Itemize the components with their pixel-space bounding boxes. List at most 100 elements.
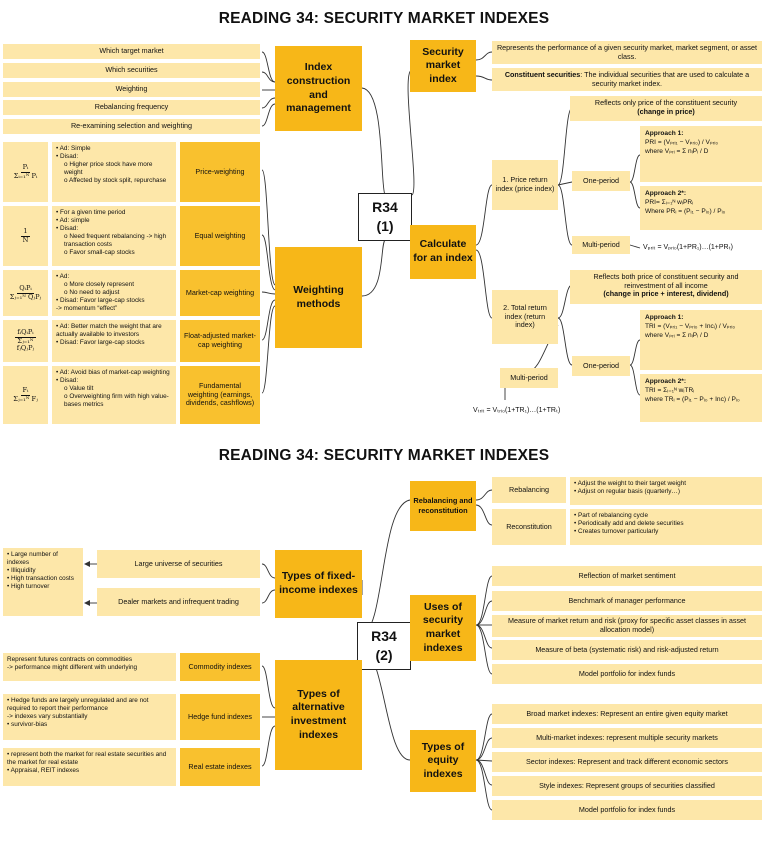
formula-numerator: Pᵢ [20, 162, 31, 173]
sub-note: Affected by stock split, repurchase [64, 177, 172, 185]
fixed-income-dealer: Dealer markets and infrequent trading [97, 588, 260, 616]
list-item: Periodically add and delete securities [574, 520, 758, 528]
desc-text: Reflects both price of constituent secur… [593, 272, 739, 290]
construction-item: Re-examining selection and weighting [3, 119, 260, 134]
desc-text: Represent futures contracts on commoditi… [7, 656, 133, 663]
use-item: Reflection of market sentiment [492, 566, 762, 586]
rebalancing-node: Rebalancing and reconstitution [410, 481, 476, 531]
desc-text: -> indexes vary substantially [7, 713, 88, 720]
page2-title: READING 34: SECURITY MARKET INDEXES [218, 447, 550, 464]
approach-formula: TRI = Σᵢ₌₁ᴺ wᵢTRᵢ [645, 387, 695, 395]
note: For a given time period [56, 209, 172, 217]
alternative-investment-node: Types of alternative investment indexes [275, 660, 362, 770]
list-item: Part of rebalancing cycle [574, 512, 758, 520]
note: Disad: Favor large-cap stocks [56, 297, 172, 305]
approach-title: Approach 2*: [645, 190, 687, 197]
reconstitution-label: Reconstitution [492, 509, 566, 545]
construction-item: Weighting [3, 82, 260, 97]
sub-note: Value tilt [64, 385, 172, 393]
desc-text: -> performance might different with unde… [7, 664, 138, 671]
list-item: Creates turnover particularly [574, 528, 758, 536]
approach-title: Approach 1: [645, 130, 684, 137]
list-item: High transaction costs [7, 575, 79, 583]
real-estate-indexes: Real estate indexes [180, 748, 260, 786]
formula-denominator: Σⱼ₌₁ᴺ QⱼPⱼ [9, 292, 42, 301]
equity-indexes-node: Types of equity indexes [410, 730, 476, 792]
rebalancing-list: Adjust the weight to their target weight… [570, 477, 762, 505]
real-estate-desc: represent both the market for real estat… [3, 748, 176, 786]
r34-hub-1: R34 (1) [358, 193, 412, 241]
approach-formula: where Vₚᵣᵢ = Σ nᵢPᵢ / D [645, 332, 709, 340]
security-index-definition: Represents the performance of a given se… [492, 41, 762, 64]
rebalancing-label: Rebalancing [492, 477, 566, 503]
price-weighting: Price-weighting [180, 142, 260, 202]
hedge-fund-indexes: Hedge fund indexes [180, 694, 260, 740]
formula-numerator: Fᵢ [20, 385, 31, 396]
sub-note: Favor small-cap stocks [64, 249, 172, 257]
approach-title: Approach 1: [645, 314, 684, 321]
total-approach-1: Approach 1: TRI = (Vₚᵣᵢ₁ − Vₚᵣᵢ₀ + Incᵢ)… [640, 310, 762, 370]
equity-item: Sector indexes: Represent and track diff… [492, 752, 762, 772]
sub-note: Overweighting firm with high value-bases… [64, 393, 172, 409]
term: Constituent securities [504, 70, 581, 79]
weighting-methods-node: Weighting methods [275, 247, 362, 348]
security-market-index-node: Security market index [410, 40, 476, 92]
sub-note: Higher price stock have more weight [64, 161, 172, 177]
use-item: Benchmark of manager performance [492, 591, 762, 611]
formula-numerator: QᵢPᵢ [17, 283, 34, 294]
total-multi-formula: Vₜᵣᵢₜ = Vₜᵣᵢ₀(1+TR₁)…(1+TRₜ) [473, 406, 561, 414]
formula-denominator: Σⱼ₌₁ᴺ fⱼQⱼPⱼ [16, 336, 35, 353]
approach-formula: TRI = (Vₚᵣᵢ₁ − Vₚᵣᵢ₀ + Incᵢ) / Vₚᵣᵢ₀ [645, 323, 736, 331]
approach-title: Approach 2*: [645, 378, 687, 385]
fixed-income-results: Large number of indexesIlliquidityHigh t… [3, 548, 83, 616]
equal-weighting: Equal weighting [180, 206, 260, 266]
uses-node: Uses of security market indexes [410, 595, 476, 661]
note: Ad: Simple [56, 145, 172, 153]
r34-hub-2: R34 (2) [357, 622, 411, 670]
approach-formula: PRI= Σᵢ₌₁ᴺ wᵢPRᵢ [645, 199, 694, 207]
equity-item: Model portfolio for index funds [492, 800, 762, 820]
desc-text: Reflects only price of the constituent s… [594, 98, 738, 107]
construction-item: Which securities [3, 63, 260, 78]
fixed-income-node: Types of fixed-income indexes [275, 550, 362, 618]
price-weight-notes: Ad: SimpleDisad: Higher price stock have… [52, 142, 176, 202]
use-item: Measure of market return and risk (proxy… [492, 615, 762, 637]
approach-formula: Where PRᵢ = (Pᵢ₁ − Pᵢ₀) / Pᵢ₀ [645, 208, 726, 216]
list-item: Illiquidity [7, 567, 79, 575]
note: Ad: Avoid bias of market-cap weighting [56, 369, 172, 377]
note: Disad: [56, 153, 172, 161]
approach-formula: where Vₚᵣᵢ = Σ nᵢPᵢ / D [645, 148, 709, 156]
approach-formula: PRI = (Vₚᵣᵢ₁ − Vₚᵣᵢ₀) / Vₚᵣᵢ₀ [645, 139, 719, 147]
list-item: Large number of indexes [7, 551, 79, 567]
list-item: Appraisal, REIT indexes [7, 767, 172, 775]
equal-weight-notes: For a given time periodAd: simpleDisad: … [52, 206, 176, 266]
note: Ad: Better match the weight that are act… [56, 323, 172, 339]
note-tail: -> momentum “effect” [56, 305, 118, 312]
equity-item: Style indexes: Represent groups of secur… [492, 776, 762, 796]
price-one-period: One-period [572, 171, 630, 191]
hedge-desc: Hedge funds are largely unregulated and … [3, 694, 176, 740]
formula-numerator: fᵢQᵢPᵢ [15, 327, 36, 338]
commodity-indexes: Commodity indexes [180, 653, 260, 681]
sub-note: Need frequent rebalancing -> high transa… [64, 233, 172, 249]
equity-item: Broad market indexes: Represent an entir… [492, 704, 762, 724]
fundamental-weighting: Fundamental weighting (earnings, dividen… [180, 366, 260, 424]
list-item: survivor-bias [7, 721, 172, 729]
price-return-desc: Reflects only price of the constituent s… [570, 96, 762, 121]
price-approach-1: Approach 1: PRI = (Vₚᵣᵢ₁ − Vₚᵣᵢ₀) / Vₚᵣᵢ… [640, 126, 762, 182]
use-item: Measure of beta (systematic risk) and ri… [492, 640, 762, 660]
term-definition: : The individual securities that are use… [580, 70, 750, 88]
note: Disad: [56, 225, 172, 233]
construction-item: Rebalancing frequency [3, 100, 260, 115]
note: Ad: simple [56, 217, 172, 225]
total-return-index: 2. Total return index (return index) [492, 290, 558, 344]
approach-formula: where TRᵢ = (Pᵢ₁ − Pᵢ₀ + Inc) / Pᵢ₀ [645, 396, 740, 404]
list-item: Adjust on regular basis (quarterly…) [574, 488, 758, 496]
desc-bold: (change in price + interest, dividend) [603, 289, 729, 299]
equity-item: Multi-market indexes: represent multiple… [492, 728, 762, 748]
